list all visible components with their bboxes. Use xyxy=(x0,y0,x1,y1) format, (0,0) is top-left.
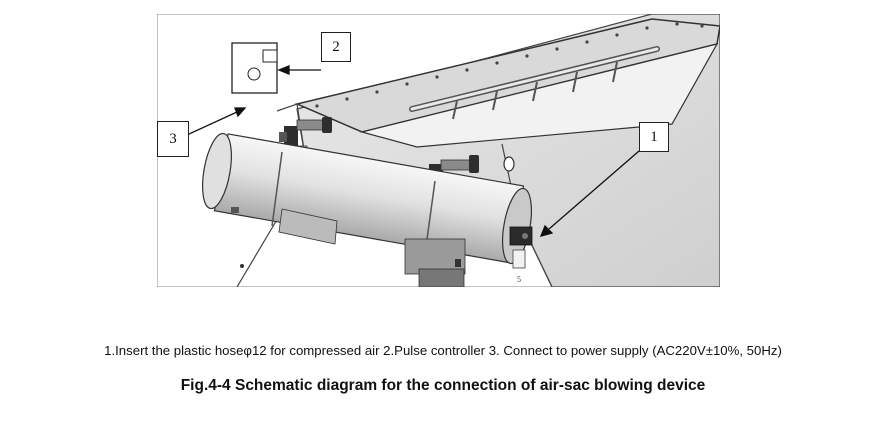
figure-legend: 1.Insert the plastic hoseφ12 for compres… xyxy=(104,343,782,358)
air-tank xyxy=(201,132,533,287)
small-label: 5 xyxy=(517,275,521,284)
solenoid-connector: 5 xyxy=(509,226,533,284)
callout-3: 3 xyxy=(157,121,189,157)
device-illustration: 5 xyxy=(157,14,720,287)
figure-title: Fig.4-4 Schematic diagram for the connec… xyxy=(180,377,706,394)
pulse-controller-diagram xyxy=(231,42,278,94)
callout-1: 1 xyxy=(639,122,669,152)
hopper-body xyxy=(240,14,720,287)
callout-2: 2 xyxy=(321,32,351,62)
